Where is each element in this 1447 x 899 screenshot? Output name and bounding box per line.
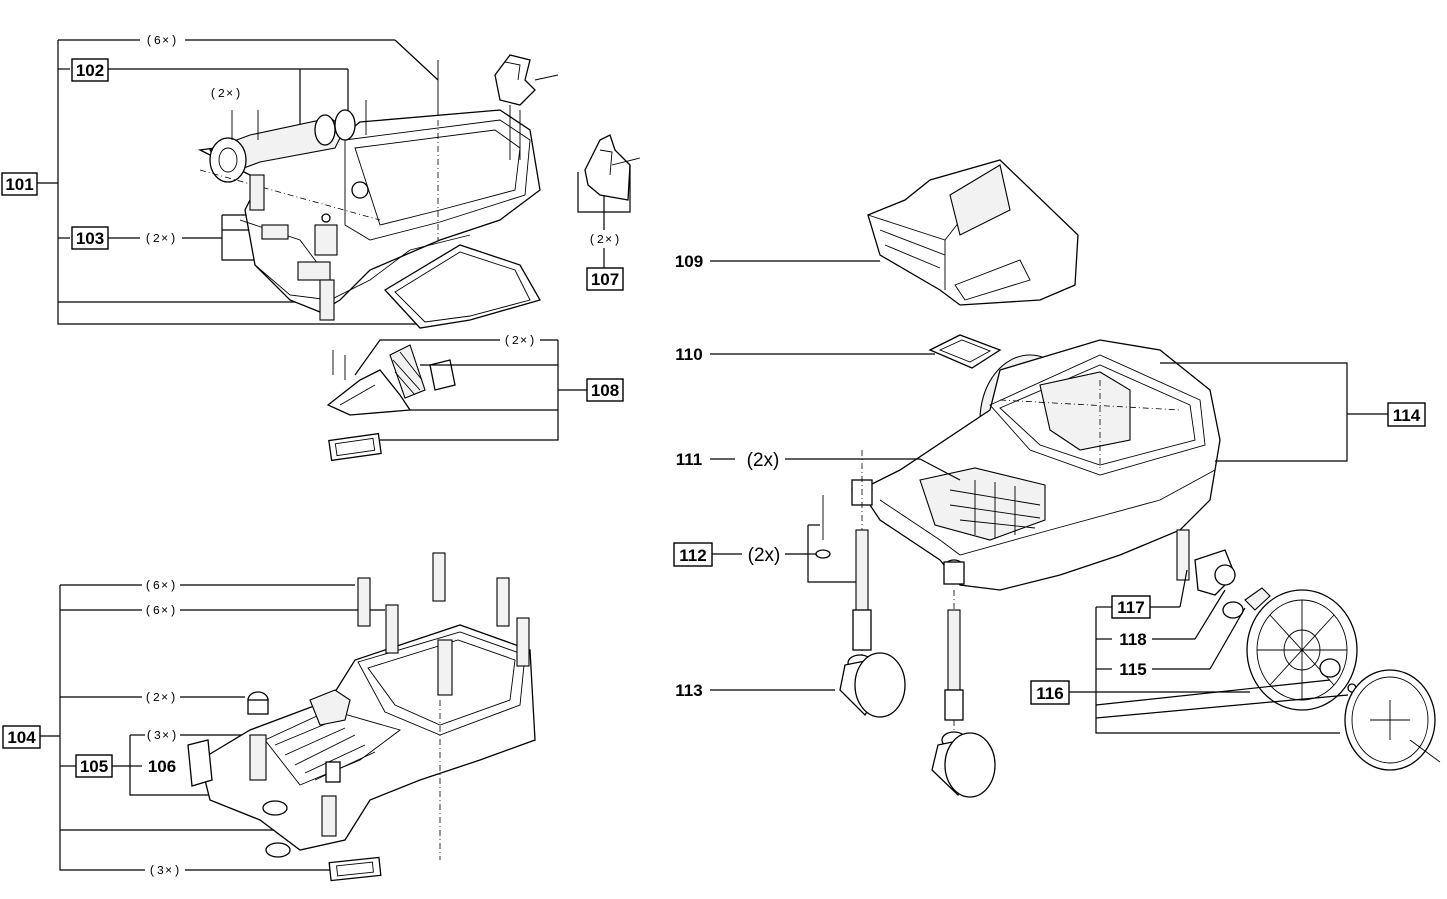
label-109: 109 (675, 252, 703, 271)
qty-111: (2x) (747, 450, 780, 471)
label-114: 114 (1393, 406, 1421, 425)
assembly-107-holder (577, 134, 641, 268)
label-box-103 (71, 226, 109, 250)
label-box-107 (586, 267, 624, 291)
label-box-117 (1111, 595, 1151, 619)
qty-103: (2×) (145, 232, 178, 246)
label-112: 112 (679, 546, 706, 565)
label-108: 108 (591, 381, 619, 400)
label-box-102 (71, 58, 109, 82)
label-110: 110 (675, 345, 702, 364)
qty-112: (2x) (748, 545, 781, 566)
label-box-112 (673, 542, 713, 567)
label-box-104 (2, 725, 41, 749)
label-118: 118 (1119, 630, 1146, 649)
assembly-113-castor-wheels (710, 450, 996, 798)
label-box-101 (1, 172, 38, 196)
assembly-104-lower-housing (40, 552, 536, 882)
qty-104-e: (3×) (149, 864, 182, 878)
label-107: 107 (591, 270, 619, 289)
label-116: 116 (1036, 684, 1063, 703)
assembly-110-filter-frame (710, 334, 1002, 369)
qty-107: (2×) (589, 233, 622, 247)
assembly-101-upper-housing (37, 39, 559, 329)
label-105: 105 (80, 757, 108, 776)
assembly-114-main-body (851, 339, 1388, 591)
qty-104-c: (2×) (145, 691, 178, 705)
qty-top-screws: (6×) (146, 34, 179, 48)
assembly-109-tray (710, 159, 1079, 306)
label-103: 103 (76, 229, 104, 248)
label-box-116 (1030, 680, 1070, 705)
assembly-108-flap (326, 339, 588, 462)
qty-104-b: (6×) (145, 604, 178, 618)
label-box-114 (1387, 402, 1426, 427)
qty-108: (2×) (504, 334, 537, 348)
label-102: 102 (76, 61, 104, 80)
label-115: 115 (1119, 660, 1146, 679)
label-101: 101 (5, 175, 33, 194)
label-117: 117 (1117, 598, 1144, 617)
label-106: 106 (148, 757, 176, 776)
label-113: 113 (675, 681, 702, 700)
qty-104-a: (6×) (145, 579, 178, 593)
assembly-111-filter (710, 458, 961, 481)
label-111: 111 (676, 450, 703, 469)
assembly-115-118-wheel-unit (1069, 529, 1441, 771)
qty-104-d: (3×) (146, 729, 179, 743)
assembly-112-screws (712, 495, 860, 583)
label-box-108 (586, 378, 624, 402)
qty-102-screws: (2×) (210, 87, 243, 101)
label-box-105 (75, 754, 113, 778)
label-104: 104 (7, 728, 36, 747)
